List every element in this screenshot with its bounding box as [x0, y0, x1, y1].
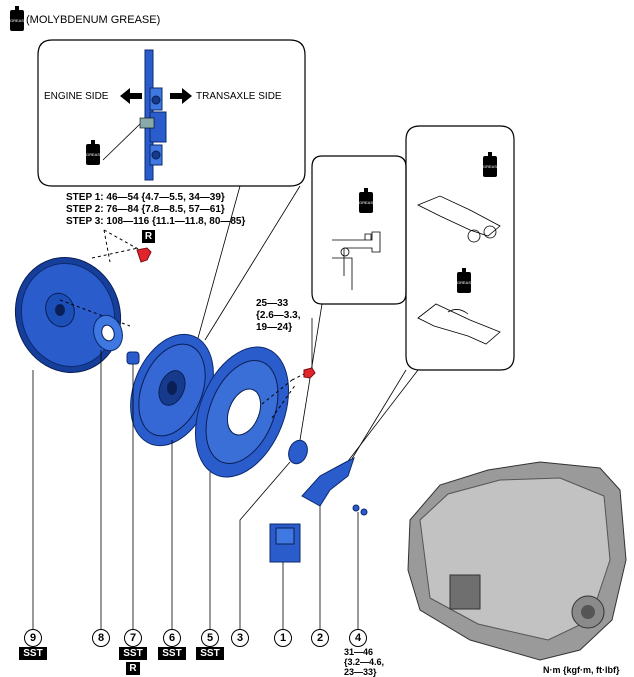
sst-badge-7: SST — [119, 647, 147, 660]
part-number-6: 6 — [163, 629, 181, 647]
leader-lines — [32, 318, 359, 630]
clutch-disc-part — [130, 333, 214, 447]
grease-can-icon: GREASE — [359, 188, 376, 214]
release-fork-part — [301, 457, 355, 507]
callout-box-top — [37, 39, 306, 187]
engine-side-label: ENGINE SIDE — [44, 91, 109, 102]
transaxle-part — [407, 461, 627, 661]
sst-badge-6: SST — [158, 647, 186, 660]
cover-torque-line2: {2.6—3.3, — [256, 310, 301, 321]
callout-box-bearing — [311, 155, 407, 305]
cover-torque-line3: 19—24} — [256, 322, 293, 333]
transaxle-side-label: TRANSAXLE SIDE — [196, 91, 282, 102]
arrow-left-icon — [120, 88, 142, 104]
spacer-plate-part — [93, 314, 123, 352]
part-number-7: 7 — [124, 629, 142, 647]
part-number-4: 4 — [349, 629, 367, 647]
replace-badge-7: R — [126, 662, 140, 675]
torque-step-3: STEP 3: 108—116 {11.1—11.8, 80—85} — [66, 216, 246, 227]
part-number-2: 2 — [311, 629, 329, 647]
flywheel-bolt-part — [136, 247, 152, 263]
fork-detail-view — [417, 195, 501, 345]
boot-part — [269, 523, 301, 563]
bolt4-torque-line1: 31—46 — [344, 647, 374, 657]
clutch-section-view — [102, 49, 167, 181]
torque-step-1: STEP 1: 46—54 {4.7—5.5, 34—39} — [66, 192, 225, 203]
clutch-cover-part — [194, 346, 290, 478]
part-number-1: 1 — [274, 629, 292, 647]
legend-label: (MOLYBDENUM GREASE) — [26, 14, 161, 26]
grease-can-icon: GREASE — [457, 268, 474, 294]
bolt4-torque-line2: {3.2—4.6, — [344, 657, 385, 667]
grease-can-label: GREASE — [10, 10, 27, 31]
sst-badge-9: SST — [19, 647, 47, 660]
flywheel-part — [14, 257, 122, 373]
release-bearing-part — [288, 439, 308, 465]
part-number-3: 3 — [231, 629, 249, 647]
part-number-9: 9 — [24, 629, 42, 647]
part-number-5: 5 — [201, 629, 219, 647]
grease-can-icon: GREASE — [10, 6, 27, 32]
units-label: N·m {kgf·m, ft·lbf} — [543, 665, 620, 675]
grease-can-icon: GREASE — [483, 152, 500, 178]
fork-bolts-part — [352, 504, 368, 516]
bolt4-torque-line3: 23—33} — [344, 667, 377, 677]
callout-box-fork — [405, 125, 515, 371]
grease-can-icon: GREASE — [86, 140, 103, 166]
sst-badge-5: SST — [196, 647, 224, 660]
cover-bolt-part — [303, 367, 316, 379]
cover-torque-line1: 25—33 — [256, 298, 289, 309]
part-number-8: 8 — [92, 629, 110, 647]
bearing-section-view — [332, 231, 381, 290]
arrow-right-icon — [170, 88, 192, 104]
pilot-bearing-part — [126, 351, 140, 365]
torque-step-2: STEP 2: 76—84 {7.8—8.5, 57—61} — [66, 204, 225, 215]
replace-badge: R — [142, 230, 155, 243]
